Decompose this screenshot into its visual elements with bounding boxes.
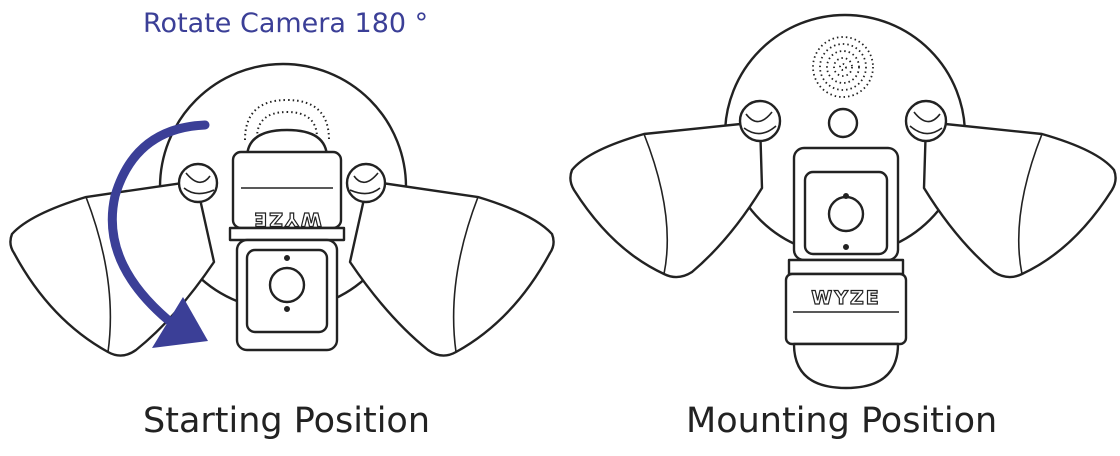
right-flood-lamp — [348, 179, 555, 357]
mounting-position-device — [569, 13, 1117, 390]
brand-logo-flipped: WYZE — [252, 208, 321, 230]
camera-lens-flipped — [268, 266, 306, 304]
right-flood-lamp-mounted — [922, 120, 1117, 279]
right-lamp-knuckle — [345, 162, 387, 204]
left-lamp-knuckle — [177, 162, 219, 204]
motion-sensor — [827, 107, 859, 139]
starting-position-caption: Starting Position — [143, 401, 431, 441]
left-flood-lamp-mounted — [569, 120, 764, 279]
camera-bracket-bar-mounted — [787, 258, 905, 276]
camera-dome — [792, 342, 900, 390]
rotate-arrow-icon — [107, 120, 210, 348]
brand-logo: WYZE — [811, 287, 880, 309]
camera-mount-block-mounted — [784, 272, 908, 346]
camera-lens — [827, 195, 865, 233]
rotate-instruction: Rotate Camera 180 ° — [143, 8, 429, 39]
mounting-position-caption: Mounting Position — [686, 401, 998, 441]
speaker-grille-mounted — [812, 36, 874, 98]
